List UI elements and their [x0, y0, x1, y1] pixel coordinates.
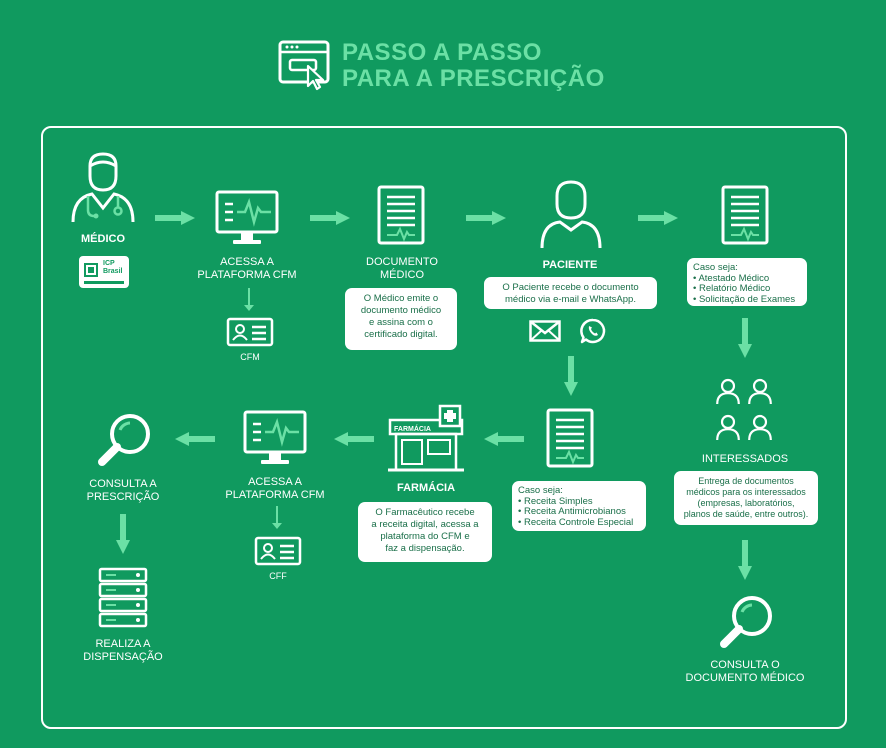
arrow-icon [175, 432, 215, 446]
pharmacy-label: FARMÁCIA [396, 482, 456, 494]
monitor-pulse-icon [243, 410, 307, 466]
title-line-1: PASSO A PASSO [342, 39, 542, 66]
arrow-icon [484, 432, 524, 446]
magnifier-icon [716, 592, 776, 652]
arrow-icon [738, 540, 752, 580]
patient-icon [540, 180, 602, 249]
arrow-icon [466, 211, 506, 225]
arrow-icon [738, 318, 752, 358]
arrow-icon [334, 432, 374, 446]
pharmacy-sign: FARMÁCIA [394, 424, 431, 433]
arrow-icon [310, 211, 350, 225]
doctor-icon [71, 152, 135, 223]
dispensation-label: REALIZA A DISPENSAÇÃO [83, 638, 163, 663]
consult-document-label: CONSULTA O DOCUMENTO MÉDICO [685, 659, 805, 684]
access-platform-label-1: ACESSA A PLATAFORMA CFM [197, 256, 297, 281]
arrow-icon [244, 305, 254, 311]
document-description-box: O Médico emite o documento médico e assi… [345, 288, 457, 350]
arrow-icon [155, 211, 195, 225]
id-card-icon [254, 536, 302, 566]
whatsapp-icon [580, 318, 606, 344]
id-card-icon [226, 317, 274, 347]
access-platform-label-2: ACESSA A PLATAFORMA CFM [225, 476, 325, 501]
connector-line [248, 288, 250, 308]
title-line-2: PARA A PRESCRIÇÃO [342, 65, 605, 92]
document-icon [546, 408, 594, 468]
pharmacy-icon: FARMÁCIA [388, 404, 464, 472]
people-group-icon [712, 376, 776, 448]
consult-prescription-label: CONSULTA A PRESCRIÇÃO [86, 478, 160, 503]
monitor-pulse-icon [215, 190, 279, 246]
diagram-frame [41, 126, 847, 729]
patient-description-box: O Paciente recebe o documento médico via… [484, 277, 657, 309]
icp-card-label: ICP Brasil [103, 260, 123, 275]
arrow-icon [564, 356, 578, 396]
documents-types-box: Caso seja: • Atestado Médico • Relatório… [687, 258, 807, 306]
arrow-icon [638, 211, 678, 225]
cfm-label: CFM [240, 352, 260, 362]
document-icon [721, 185, 769, 245]
arrow-icon [116, 514, 130, 554]
arrow-icon [272, 523, 282, 529]
medical-document-label: DOCUMENTO MÉDICO [366, 256, 438, 281]
prescription-types-box: Caso seja: • Receita Simples • Receita A… [512, 481, 646, 531]
email-icon [529, 320, 561, 342]
doctor-label: MÉDICO [81, 233, 125, 245]
patient-label: PACIENTE [542, 259, 598, 271]
magnifier-icon [94, 410, 154, 470]
icp-card-icon: ICP Brasil [79, 256, 129, 288]
connector-line [276, 506, 278, 526]
interested-label: INTERESSADOS [701, 453, 789, 465]
document-icon [377, 185, 425, 245]
interested-description-box: Entrega de documentos médicos para os in… [674, 471, 818, 525]
header: PASSO A PASSO PARA A PRESCRIÇÃO [278, 38, 605, 94]
cff-label: CFF [269, 571, 287, 581]
server-icon [98, 567, 148, 628]
browser-click-icon [278, 40, 330, 91]
pharmacy-description-box: O Farmacêutico recebe a receita digital,… [358, 502, 492, 562]
